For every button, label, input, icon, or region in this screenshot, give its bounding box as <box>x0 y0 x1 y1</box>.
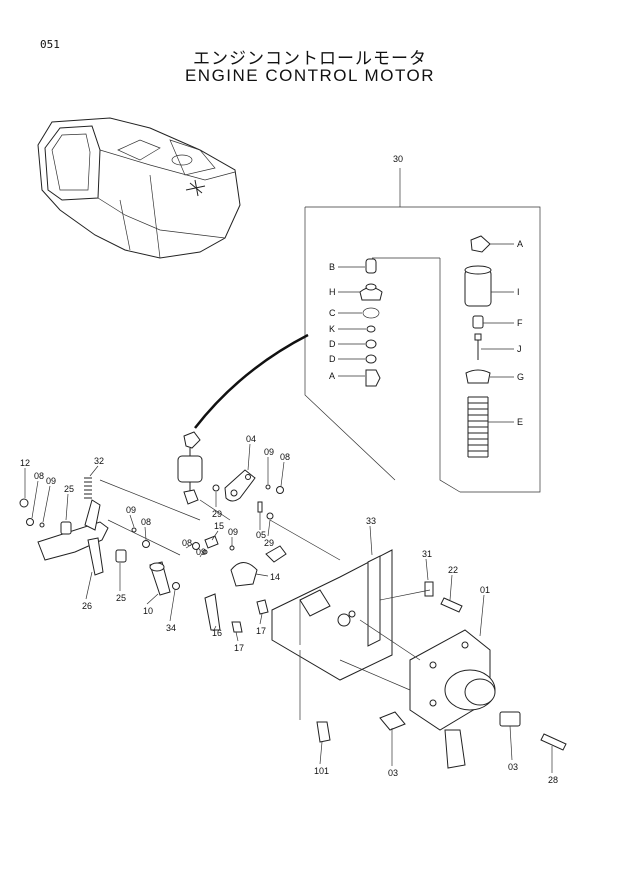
subpart-labels-right: A I F J G E <box>517 239 524 427</box>
callout-08: 08 <box>141 517 151 527</box>
callout-09: 09 <box>264 447 274 457</box>
callout-09: 09 <box>228 527 238 537</box>
callout-08: 08 <box>182 538 192 548</box>
label-f: F <box>517 318 523 328</box>
bracket-33 <box>271 549 393 681</box>
guide-lines <box>99 479 431 720</box>
callout-14: 14 <box>270 572 280 582</box>
callout-09: 09 <box>126 505 136 515</box>
label-k: K <box>329 324 335 334</box>
callout-101: 101 <box>314 766 329 776</box>
excavator-location-icon <box>37 117 241 259</box>
callout-25: 25 <box>116 593 126 603</box>
callout-05: 05 <box>256 530 266 540</box>
callout-01: 01 <box>480 585 490 595</box>
label-j: J <box>517 344 522 354</box>
callout-leaders <box>24 443 553 773</box>
callout-08: 08 <box>280 452 290 462</box>
callout-09: 09 <box>46 476 56 486</box>
assembly-30-group: 30 <box>304 154 541 493</box>
page-title-japanese: エンジンコントロールモータ <box>193 49 427 69</box>
label-e: E <box>517 417 523 427</box>
label-i: I <box>517 287 520 297</box>
callout-29: 29 <box>264 538 274 548</box>
label-d2: D <box>329 354 336 364</box>
callout-28: 28 <box>548 775 558 785</box>
left-linkage <box>19 477 180 596</box>
callout-33: 33 <box>366 516 376 526</box>
callout-31: 31 <box>422 549 432 559</box>
callout-12: 12 <box>20 458 30 468</box>
label-b: B <box>329 262 335 272</box>
label-h: H <box>329 287 336 297</box>
callout-09: 09 <box>196 547 206 557</box>
callout-25: 25 <box>64 484 74 494</box>
callout-08: 08 <box>34 471 44 481</box>
callout-03: 03 <box>388 768 398 778</box>
subpart-labels-left: B H C K D D A <box>329 262 336 381</box>
label-g: G <box>517 372 524 382</box>
callout-22: 22 <box>448 565 458 575</box>
middle-small-parts <box>192 484 287 633</box>
page-title-english: ENGINE CONTROL MOTOR <box>184 66 436 85</box>
page-number: 051 <box>40 38 60 51</box>
numeric-callouts: 12 08 09 25 32 04 09 08 09 08 29 05 29 1… <box>20 434 558 785</box>
callout-04: 04 <box>246 434 256 444</box>
label-d1: D <box>329 339 336 349</box>
callout-30: 30 <box>393 154 403 164</box>
callout-34: 34 <box>166 623 176 633</box>
bolt-101 <box>316 721 331 743</box>
callout-29: 29 <box>212 509 222 519</box>
callout-03: 03 <box>508 762 518 772</box>
callout-15: 15 <box>214 521 224 531</box>
motor-01 <box>379 581 567 769</box>
label-a2: A <box>517 239 523 249</box>
actuator-assembly <box>177 431 203 505</box>
callout-16: 16 <box>212 628 222 638</box>
callout-26: 26 <box>82 601 92 611</box>
callout-32: 32 <box>94 456 104 466</box>
label-c: C <box>329 308 336 318</box>
callout-10: 10 <box>143 606 153 616</box>
link-04 <box>224 469 256 502</box>
callout-17: 17 <box>234 643 244 653</box>
callout-17: 17 <box>256 626 266 636</box>
label-a1: A <box>329 371 335 381</box>
